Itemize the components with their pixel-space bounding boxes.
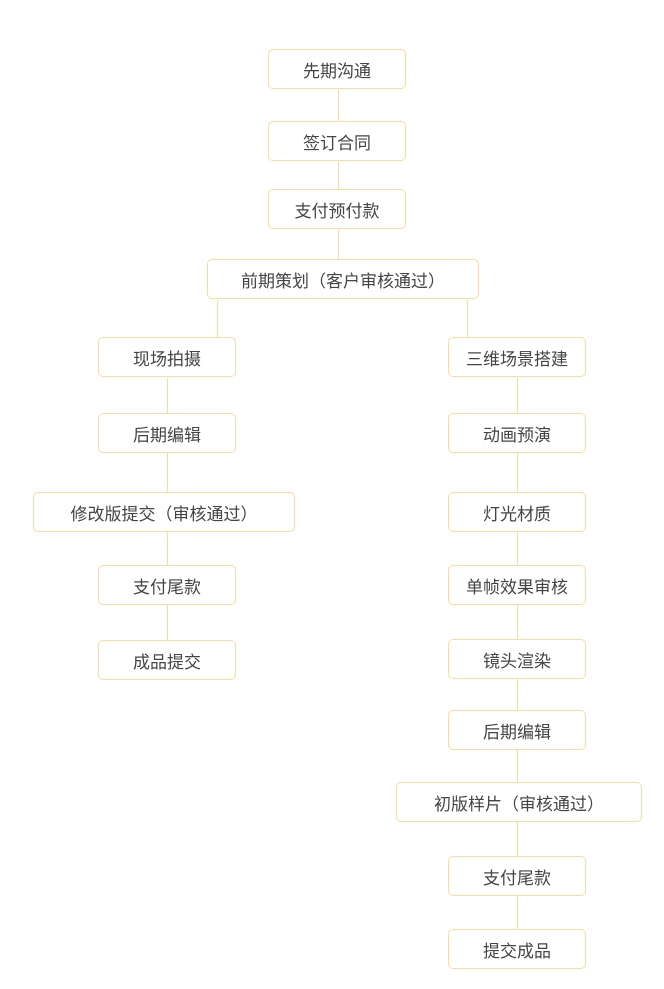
right-step-3: 灯光材质 <box>448 492 586 532</box>
right-step-2: 动画预演 <box>448 413 586 453</box>
connector <box>338 162 339 190</box>
right-step-7: 初版样片（审核通过） <box>396 782 642 822</box>
connector <box>467 300 468 338</box>
left-step-1: 现场拍摄 <box>98 337 236 377</box>
step-pay-deposit: 支付预付款 <box>268 189 406 229</box>
right-step-8: 支付尾款 <box>448 856 586 896</box>
step-sign-contract: 签订合同 <box>268 121 406 161</box>
connector <box>338 90 339 122</box>
left-step-3: 修改版提交（审核通过） <box>33 492 295 532</box>
step-initial-communication: 先期沟通 <box>268 49 406 89</box>
left-step-4: 支付尾款 <box>98 565 236 605</box>
right-step-6: 后期编辑 <box>448 710 586 750</box>
left-step-2: 后期编辑 <box>98 413 236 453</box>
connector <box>217 300 218 338</box>
right-step-9: 提交成品 <box>448 929 586 969</box>
connector <box>338 230 339 260</box>
right-step-5: 镜头渲染 <box>448 639 586 679</box>
step-planning: 前期策划（客户审核通过） <box>207 259 479 299</box>
right-step-1: 三维场景搭建 <box>448 337 586 377</box>
right-step-4: 单帧效果审核 <box>448 565 586 605</box>
left-step-5: 成品提交 <box>98 640 236 680</box>
